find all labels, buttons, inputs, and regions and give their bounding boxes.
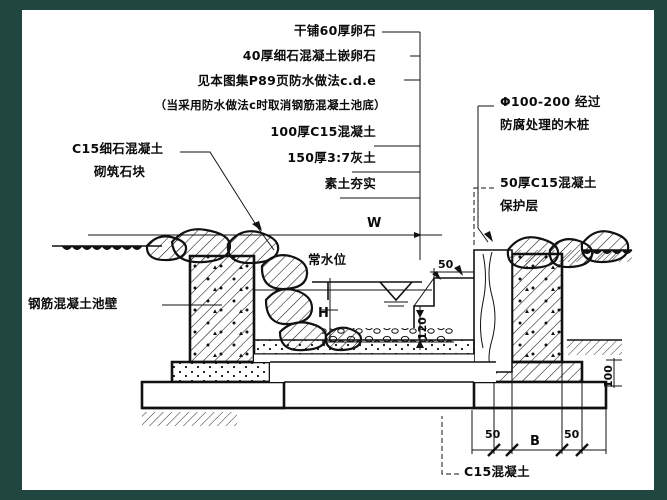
construction-section-drawing: [52, 31, 633, 475]
leader-line-right-protective: [473, 187, 494, 246]
ground-line-left: [52, 245, 162, 250]
right-wall-footing: [472, 360, 608, 410]
waterproof-step-detail: [413, 277, 474, 328]
dim-line-bottom-chain: [471, 362, 607, 457]
dim-line-W: [88, 210, 442, 260]
label-left-upper-line1: C15细石混凝土: [72, 141, 164, 156]
left-rc-wall: [188, 254, 256, 364]
right-rc-wall: [510, 252, 564, 364]
detail-pointer-arrows: [252, 221, 493, 276]
dim-line-120: [416, 306, 424, 350]
label-right-upper-line2: 防腐处理的木桩: [500, 117, 590, 132]
label-top-2: 40厚细石混凝土嵌卵石: [242, 48, 376, 63]
dim-H: H: [318, 306, 329, 321]
drawing-sheet: 干铺60厚卵石 40厚细石混凝土嵌卵石 见本图集P89页防水做法c.d.e （当…: [22, 10, 654, 490]
dim-line-100: [606, 358, 622, 388]
label-water-level: 常水位: [308, 252, 347, 267]
label-top-7: 素土夯实: [324, 176, 376, 191]
pool-base-slab: [270, 361, 496, 408]
label-top-3: 见本图集P89页防水做法c.d.e: [197, 73, 376, 88]
earth-hatch-base-left: [142, 412, 237, 426]
label-top-6: 150厚3:7灰土: [287, 150, 376, 165]
earth-hatch-base-right: [567, 339, 622, 355]
label-left-upper-line2: 砌筑石块: [94, 164, 146, 179]
dim-50-left-bottom: 50: [485, 428, 501, 441]
label-top-4: （当采用防水做法c时取消钢筋混凝土池底）: [154, 98, 386, 112]
left-wall-footing: [140, 360, 286, 410]
label-right-upper-line1: Φ100-200 经过: [500, 94, 601, 109]
dim-line-50-right: [430, 268, 474, 286]
leader-line-right-pile: [477, 105, 494, 228]
boulder-group-left: [145, 228, 363, 352]
leader-line-bottom-c15: [441, 416, 459, 475]
label-right-lower-line2: 保护层: [500, 198, 539, 213]
dim-50-right: 50: [438, 258, 454, 271]
label-top-5: 100厚C15混凝土: [270, 124, 376, 139]
dim-120: 120: [416, 317, 429, 340]
leader-line-left-upper: [180, 151, 259, 229]
dim-50-right-bottom: 50: [564, 428, 580, 441]
label-right-lower-line1: 50厚C15混凝土: [500, 175, 597, 190]
dim-B: B: [530, 434, 540, 449]
boulder-group-right: [506, 230, 630, 270]
dim-W: W: [367, 216, 382, 231]
dim-line-H: [322, 278, 338, 342]
label-top-1: 干铺60厚卵石: [294, 23, 376, 38]
label-bottom-c15: C15混凝土: [464, 464, 530, 479]
wooden-pile: [473, 249, 513, 373]
dim-100: 100: [602, 365, 615, 388]
label-left-mid: 钢筋混凝土池壁: [28, 296, 118, 311]
